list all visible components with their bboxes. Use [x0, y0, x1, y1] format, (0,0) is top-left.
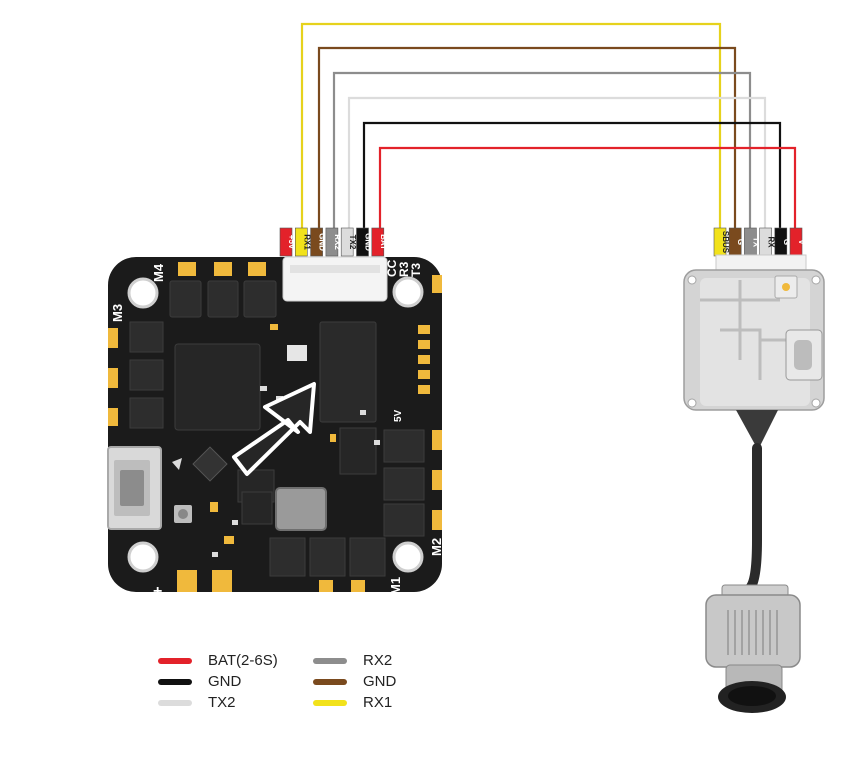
vtx-screw: [811, 398, 821, 408]
legend-label: GND: [208, 673, 242, 690]
mounting-hole: [392, 541, 424, 573]
vtx-screw: [687, 398, 697, 408]
connector-pin: [310, 227, 323, 257]
legend-swatch-yellow: [313, 699, 347, 706]
orientation-arrow-mark: [172, 458, 182, 470]
legend-item: BAT(2-6S): [158, 652, 278, 669]
legend-label: TX2: [208, 694, 236, 711]
label-r3: R3: [397, 261, 411, 277]
connector-pin-label: TX2: [348, 235, 357, 250]
flight-controller-board: M4 M3 M2 M1 CC R3 T3 5V +: [107, 256, 444, 600]
wire-gnd-g-black: [362, 121, 782, 228]
connector-pin: [294, 227, 308, 257]
legend-item: GND: [313, 673, 396, 690]
label-m3: M3: [110, 304, 125, 322]
solder-pads: [108, 262, 442, 592]
direction-arrow: [232, 382, 316, 476]
legend-swatch-light-gray: [158, 699, 192, 706]
camera-cable: [745, 443, 762, 593]
connector-pin-label: RX2: [333, 234, 342, 250]
wires: [300, 22, 797, 228]
vtx-screw: [687, 275, 697, 285]
camera-cable-taper: [736, 410, 778, 450]
smd-component: [287, 345, 307, 361]
legend-label: GND: [363, 673, 397, 690]
label-m4: M4: [151, 263, 166, 282]
label-m2: M2: [429, 538, 444, 556]
label-5v: 5V: [393, 409, 404, 422]
connector-pin-label: G: [736, 239, 745, 245]
mcu-chip: [174, 343, 261, 431]
label-cc: CC: [385, 259, 399, 277]
connector-pin-label: TX: [751, 237, 760, 248]
usb-port: [107, 446, 162, 530]
connector-pin: [356, 227, 369, 257]
connector-pin-label: BAT: [379, 234, 388, 250]
fc-connector-housing: [282, 256, 388, 302]
legend-label: BAT(2-6S): [208, 652, 278, 669]
osd-chip: [319, 321, 377, 423]
wire-bat-v: [378, 146, 797, 228]
wire-rx1-sbus: [300, 22, 722, 228]
connector-pin: [371, 227, 385, 257]
fc-connector-pins: +5V RX1 GND RX2 TX2 GND BAT: [279, 227, 388, 257]
vtx-module: [683, 254, 825, 713]
legend-label: RX1: [363, 694, 393, 711]
legend-label: RX2: [363, 652, 393, 669]
mounting-hole: [127, 541, 159, 573]
legend-item: TX2: [158, 694, 236, 711]
label-m1: M1: [388, 577, 403, 595]
legend-item: GND: [158, 673, 241, 690]
legend-swatch-red: [158, 657, 192, 664]
wire-gnd-g-brown: [317, 46, 737, 228]
mounting-hole: [127, 277, 159, 309]
inductor: [275, 487, 327, 531]
connector-pin-label: GND: [318, 233, 327, 251]
connector-pin-label: V: [797, 239, 806, 245]
connector-pin-label: RX1: [302, 234, 311, 250]
gyro-chip: [192, 446, 228, 482]
legend-item: RX1: [313, 694, 392, 711]
label-plus: +: [153, 583, 162, 600]
legend-item: RX2: [313, 652, 392, 669]
legend-swatch-black: [158, 678, 192, 685]
connector-pin: [325, 227, 339, 257]
connector-pin-label: GND: [364, 233, 373, 251]
connector-pin-label: RX: [767, 236, 776, 248]
camera: [705, 584, 801, 713]
connector-pin-label: +5V: [287, 235, 296, 250]
mounting-hole: [392, 276, 424, 308]
connector-pin-label: SBUS: [721, 231, 730, 254]
wire-tx2-rx: [347, 96, 767, 228]
legend-swatch-gray: [313, 657, 347, 664]
legend-swatch-brown: [313, 678, 347, 685]
label-t3: T3: [409, 263, 423, 277]
connector-pin: [279, 227, 293, 257]
connector-pin: [340, 227, 354, 257]
vtx-screw: [811, 275, 821, 285]
components: [129, 280, 425, 577]
wire-rx2-tx: [332, 71, 752, 228]
mounting-holes: [127, 276, 424, 573]
connector-pin-label: G: [782, 239, 791, 245]
